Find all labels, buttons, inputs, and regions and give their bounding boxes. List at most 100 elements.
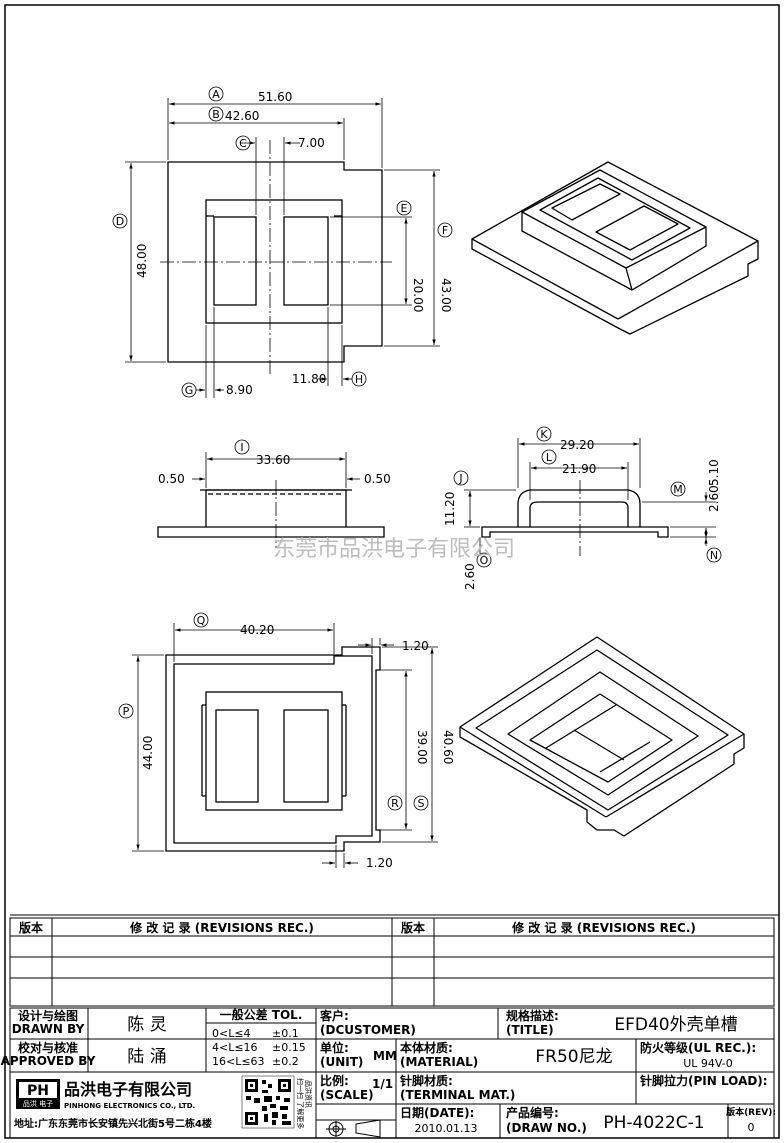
side-view-left xyxy=(157,489,385,538)
label-g: G xyxy=(185,384,194,397)
product-no-label-en: (DRAW NO.) xyxy=(506,1121,587,1135)
fire-rating-value: UL 94V-0 xyxy=(683,1057,733,1070)
dim-33-60: 33.60 xyxy=(256,453,290,467)
label-a: A xyxy=(212,88,220,101)
dim-42-60: 42.60 xyxy=(225,109,259,123)
company-logo-text: PH xyxy=(27,1083,49,1099)
scale-label-en: (SCALE) xyxy=(320,1088,374,1102)
top-view-dimension-lines xyxy=(125,98,440,398)
title-block-grid xyxy=(9,1007,775,1139)
dim-1-20-bottom: 1.20 xyxy=(366,856,393,870)
dim-20-00: 20.00 xyxy=(411,278,425,312)
checker-label-cn: 校对与核准 xyxy=(18,1040,78,1055)
company-name-en: PINHONG ELECTRONICS CO., LTD. xyxy=(64,1102,195,1110)
tolerance-range-1: 0<L≤4 xyxy=(212,1027,251,1040)
label-l: L xyxy=(546,451,553,464)
date-label: 日期(DATE): xyxy=(400,1105,474,1120)
label-circles-view1 xyxy=(112,86,453,398)
label-letters-view1: A B C D E F G H xyxy=(116,88,448,397)
revision-value: 0 xyxy=(748,1121,755,1134)
product-no-value: PH-4022C-1 xyxy=(603,1113,704,1133)
label-r: R xyxy=(391,797,399,810)
designer-name: 陈 灵 xyxy=(127,1015,166,1035)
label-m: M xyxy=(673,483,683,496)
revision-table xyxy=(9,917,775,1007)
dim-44-00: 44.00 xyxy=(141,736,155,770)
dim-39-00: 39.00 xyxy=(415,730,429,764)
side-view-right-dim-lines xyxy=(464,438,716,556)
tolerance-title: 一般公差 TOL. xyxy=(220,1007,303,1022)
rev-col-record: 修 改 记 录 (REVISIONS REC.) xyxy=(129,920,314,935)
isometric-view-bottom xyxy=(459,636,745,837)
qr-side-text-2: 品洪资讯 xyxy=(304,1080,313,1108)
revision-label: 版本(REV): xyxy=(725,1106,776,1118)
rev-col-record-2: 修 改 记 录 (REVISIONS REC.) xyxy=(511,920,696,935)
dim-48-00: 48.00 xyxy=(135,244,149,278)
dim-43-00: 43.00 xyxy=(439,278,453,312)
tolerance-value-2: ±0.15 xyxy=(272,1041,306,1054)
material-value: FR50尼龙 xyxy=(535,1047,612,1067)
dim-7-00: 7.00 xyxy=(298,136,325,150)
label-o: O xyxy=(480,554,489,567)
label-d: D xyxy=(116,215,124,228)
company-name: 品洪电子有限公司 xyxy=(64,1080,192,1099)
label-p: P xyxy=(123,705,130,718)
customer-label-en: (DCUSTOMER) xyxy=(320,1023,416,1037)
label-k: K xyxy=(540,428,548,441)
customer-label: 客户: xyxy=(319,1008,349,1023)
unit-value: MM xyxy=(373,1049,397,1063)
label-c: C xyxy=(239,137,247,150)
top-view-center-lines xyxy=(160,140,392,375)
label-j: J xyxy=(458,472,462,485)
qr-code-icon xyxy=(241,1075,295,1129)
designer-label-cn: 设计与绘图 xyxy=(18,1008,78,1023)
pin-load-label: 针脚拉力(PIN LOAD): xyxy=(640,1073,768,1088)
designer-label-en: DRAWN BY xyxy=(12,1022,85,1036)
label-i: I xyxy=(240,441,243,454)
watermark: 东莞市品洪电子有限公司 xyxy=(273,537,515,562)
label-letters-view3: Q P R S xyxy=(123,614,425,810)
material-label: 本体材质: xyxy=(400,1040,453,1055)
dim-29-20: 29.20 xyxy=(560,438,594,452)
isometric-view-top xyxy=(471,161,759,335)
label-circles-view3 xyxy=(118,612,429,811)
label-q: Q xyxy=(197,614,206,627)
bottom-view xyxy=(165,646,381,852)
spec-value: EFD40外壳单槽 xyxy=(614,1015,737,1035)
spec-label: 规格描述: xyxy=(506,1008,559,1023)
label-h: H xyxy=(355,373,363,386)
label-circles-view2 xyxy=(453,426,722,568)
dim-11-20: 11.20 xyxy=(443,492,457,526)
dim-0-50-right: 0.50 xyxy=(364,472,391,486)
top-view xyxy=(167,161,383,363)
checker-label-en: APPROVED BY xyxy=(1,1054,96,1068)
tolerance-range-2: 4<L≤16 xyxy=(212,1041,258,1054)
dim-2-60-right: 2.60 xyxy=(707,485,721,512)
checker-name: 陆 涌 xyxy=(127,1047,166,1067)
dim-40-20: 40.20 xyxy=(240,623,274,637)
label-s: S xyxy=(418,797,425,810)
product-no-label: 产品编号: xyxy=(506,1105,559,1120)
company-logo-subtext: 品洪 电子 xyxy=(23,1099,53,1108)
tolerance-range-3: 16<L≤63 xyxy=(212,1055,265,1068)
label-e: E xyxy=(401,202,408,215)
unit-label-en: (UNIT) xyxy=(320,1055,363,1069)
tolerance-value-3: ±0.2 xyxy=(272,1055,299,1068)
qr-side-text: 扫一扫 了解更多 xyxy=(296,1078,305,1129)
dim-5-10: 5.10 xyxy=(707,459,721,486)
pin-material-label: 针脚材质: xyxy=(400,1073,453,1088)
label-letters-view2: K L J M O N xyxy=(458,428,718,567)
label-b: B xyxy=(212,108,220,121)
bottom-view-dim-lines xyxy=(132,623,438,868)
side-view-right xyxy=(481,489,669,538)
label-i-circle xyxy=(234,439,250,455)
dim-8-90: 8.90 xyxy=(226,383,253,397)
date-value: 2010.01.13 xyxy=(415,1122,478,1135)
spec-label-en: (TITLE) xyxy=(506,1023,554,1037)
rev-col-version-2: 版本 xyxy=(401,920,425,935)
label-f: F xyxy=(442,224,448,237)
pin-material-label-en: (TERMINAL MAT.) xyxy=(400,1088,515,1102)
projection-symbol-icon xyxy=(326,1119,381,1138)
dim-2-60-left: 2.60 xyxy=(463,563,477,590)
tolerance-value-1: ±0.1 xyxy=(272,1027,299,1040)
